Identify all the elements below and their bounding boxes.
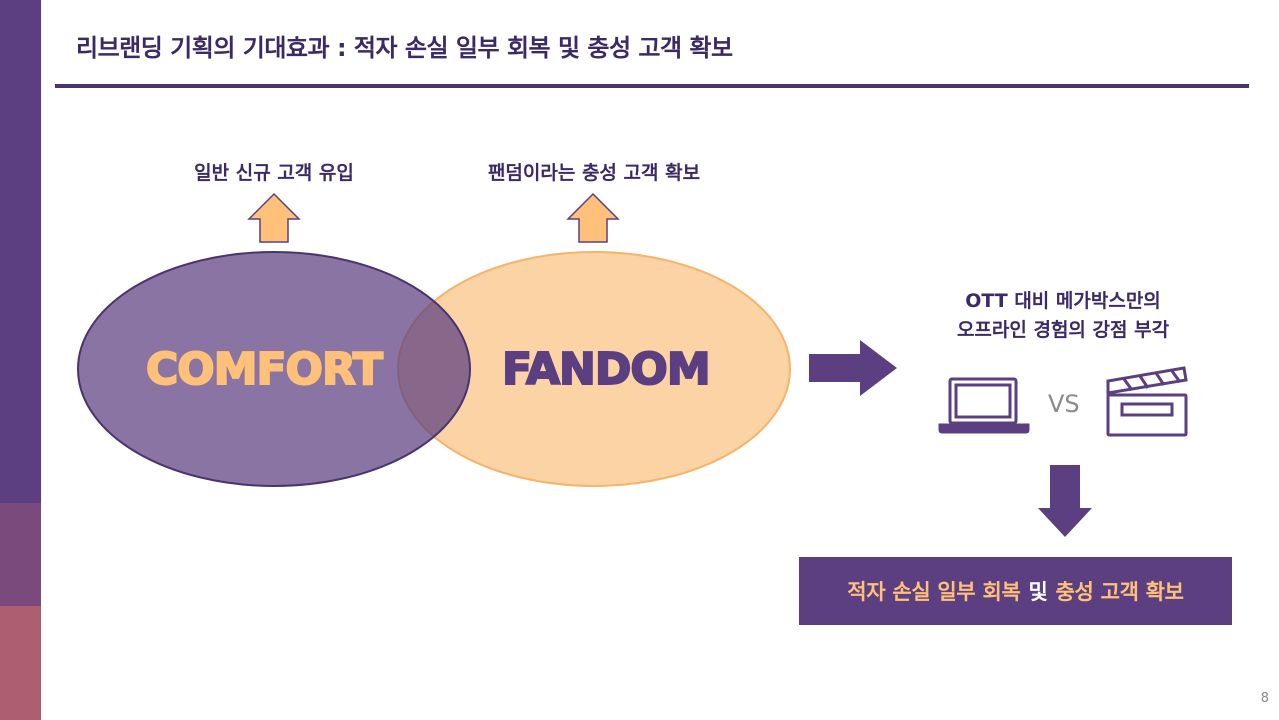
side-bar-top-segment — [0, 0, 41, 503]
laptop-icon — [938, 377, 1030, 434]
vs-label: VS — [1048, 390, 1080, 418]
comfort-circle — [77, 251, 471, 487]
comparison-caption: OTT 대비 메가박스만의 오프라인 경험의 강점 부각 — [918, 287, 1208, 345]
clapperboard-icon — [1106, 366, 1188, 437]
page-number: 8 — [1260, 691, 1269, 706]
slide-title: 리브랜딩 기획의 기대효과 : 적자 손실 일부 회복 및 충성 고객 확보 — [76, 34, 733, 62]
caption-line-2: 오프라인 경험의 강점 부각 — [956, 319, 1170, 341]
left-up-arrow-icon — [247, 192, 301, 243]
title-underline — [55, 84, 1249, 88]
result-part-2: 및 — [1028, 580, 1048, 604]
right-arrow-icon — [809, 340, 897, 396]
comfort-word: COMFORT — [145, 343, 384, 396]
caption-line-1: OTT 대비 메가박스만의 — [965, 290, 1161, 312]
left-goal-label: 일반 신규 고객 유입 — [194, 162, 354, 184]
result-box: 적자 손실 일부 회복 및 충성 고객 확보 — [799, 557, 1232, 625]
side-bar-middle-segment — [0, 503, 41, 606]
right-up-arrow-icon — [566, 192, 620, 243]
result-part-1: 적자 손실 일부 회복 — [847, 580, 1021, 604]
right-goal-label: 팬덤이라는 충성 고객 확보 — [487, 162, 701, 184]
fandom-word: FANDOM — [501, 343, 712, 396]
side-accent-bar — [0, 0, 41, 720]
result-part-3: 충성 고객 확보 — [1055, 580, 1184, 604]
side-bar-bottom-segment — [0, 606, 41, 720]
down-arrow-icon — [1038, 465, 1092, 537]
